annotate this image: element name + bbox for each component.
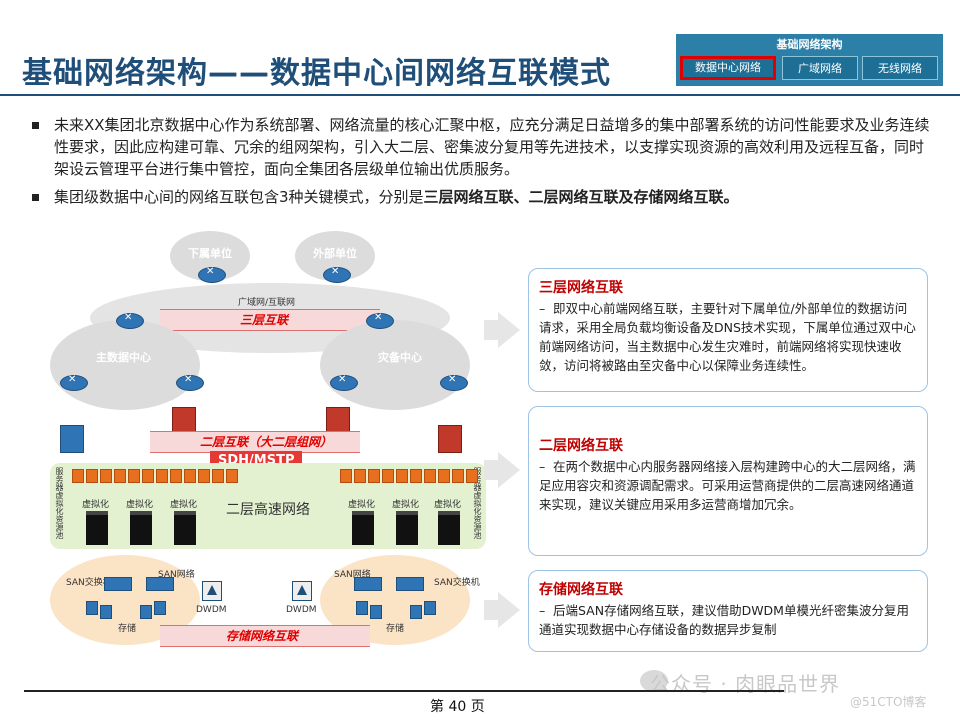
panel-text: 即双中心前端网络互联，主要针对下属单位/外部单位的数据访问请求，采用全局负载均衡… (539, 301, 916, 373)
router-icon (176, 374, 204, 391)
bullet-list: 未来XX集团北京数据中心作为系统部署、网络流量的核心汇聚中枢，应充分满足日益增多… (30, 114, 935, 214)
vm-row (72, 469, 238, 483)
arrow-icon (484, 460, 498, 480)
arrow-icon (498, 312, 520, 348)
panel-l2: 二层网络互联 –在两个数据中心内服务器网络接入层构建跨中心的大二层网络，满足应用… (528, 406, 928, 556)
nav-header: 基础网络架构 (776, 38, 843, 51)
san-switch-icon (104, 577, 132, 591)
nav-tab-datacenter[interactable]: 数据中心网络 (680, 56, 776, 80)
watermark-blog: @51CTO博客 (850, 695, 927, 709)
label-virtualization: 虚拟化 (82, 500, 110, 510)
panel-body: –在两个数据中心内服务器网络接入层构建跨中心的大二层网络，满足应用容灾和资源调配… (539, 459, 916, 512)
storage-banner (160, 625, 370, 647)
san-switch-icon (146, 577, 174, 591)
l3-banner-label: 三层互联 (240, 313, 289, 327)
panel-text: 在两个数据中心内服务器网络接入层构建跨中心的大二层网络，满足应用容灾和资源调配需… (539, 459, 916, 512)
server-icon (130, 511, 152, 545)
router-icon (116, 312, 144, 329)
label-wan: 广域网/互联网 (238, 298, 296, 308)
panel-l3: 三层网络互联 –即双中心前端网络互联，主要针对下属单位/外部单位的数据访问请求，… (528, 268, 928, 392)
label-l2-network: 二层高速网络 (226, 502, 310, 518)
server-icon (396, 511, 418, 545)
arrow-icon (498, 592, 520, 628)
san-switch-icon (396, 577, 424, 591)
label-backup-dc: 灾备中心 (378, 351, 422, 364)
storage-icon (424, 601, 436, 615)
storage-icon (410, 605, 422, 619)
nav-tab-wireless[interactable]: 无线网络 (862, 56, 938, 80)
server-icon (352, 511, 374, 545)
server-icon (86, 511, 108, 545)
panel-body: –后端SAN存储网络互联，建议借助DWDM单模光纤密集波分复用通道实现数据中心存… (539, 603, 909, 637)
label-virtualization: 虚拟化 (126, 500, 154, 510)
san-switch-icon (354, 577, 382, 591)
l3-banner (160, 309, 380, 331)
router-icon (366, 312, 394, 329)
l2-banner-label: 二层互联（大二层组网） (200, 435, 333, 449)
label-server-pool-right: 服务器虚拟化资源池 (473, 467, 482, 539)
bullet-item: 未来XX集团北京数据中心作为系统部署、网络流量的核心汇聚中枢，应充分满足日益增多… (30, 114, 935, 180)
wechat-icon (640, 670, 668, 692)
cloud-main-dc (50, 320, 200, 410)
bullet-text: 未来XX集团北京数据中心作为系统部署、网络流量的核心汇聚中枢，应充分满足日益增多… (54, 116, 930, 178)
core-switch-icon (172, 407, 196, 435)
panel-body: –即双中心前端网络互联，主要针对下属单位/外部单位的数据访问请求，采用全局负载均… (539, 301, 916, 373)
label-external-unit: 外部单位 (313, 247, 357, 260)
panel-text: 后端SAN存储网络互联，建议借助DWDM单模光纤密集波分复用通道实现数据中心存储… (539, 603, 909, 637)
server-icon (174, 511, 196, 545)
vm-row (340, 469, 478, 483)
label-storage: 存储 (386, 624, 405, 634)
label-main-dc: 主数据中心 (96, 351, 151, 364)
router-icon (330, 374, 358, 391)
panel-title: 二层网络互联 (539, 438, 623, 454)
storage-banner-label: 存储网络互联 (226, 629, 299, 643)
label-dwdm: DWDM (196, 605, 227, 615)
router-icon (198, 266, 226, 283)
section-nav: 基础网络架构 数据中心网络 广域网络 无线网络 (676, 34, 943, 86)
storage-icon (356, 601, 368, 615)
router-icon (323, 266, 351, 283)
storage-icon (140, 605, 152, 619)
watermark: 公众号 · 肉眼品世界 (650, 672, 841, 696)
bullet-item: 集团级数据中心间的网络互联包含3种关键模式，分别是三层网络互联、二层网络互联及存… (30, 186, 935, 208)
label-virtualization: 虚拟化 (434, 500, 462, 510)
bullet-emphasis: 三层网络互联、二层网络互联及存储网络互联。 (423, 188, 739, 206)
label-san-network: SAN网络 (158, 570, 195, 580)
page-title: 基础网络架构——数据中心间网络互联模式 (22, 56, 611, 91)
arrow-icon (484, 320, 498, 340)
network-diagram: 下属单位 外部单位 广域网/互联网 三层互联 主数据中心 灾备中心 二层互联（大… (30, 225, 500, 665)
dwdm-icon (202, 581, 222, 601)
label-san-switch: SAN交换机 (66, 578, 112, 588)
label-dwdm: DWDM (286, 605, 317, 615)
label-virtualization: 虚拟化 (348, 500, 376, 510)
page-number: 第 40 页 (430, 699, 485, 715)
panel-title: 三层网络互联 (539, 280, 623, 296)
core-switch-icon (60, 425, 84, 453)
arrow-icon (498, 452, 520, 488)
cloud-backup-dc (320, 320, 470, 410)
title-divider (0, 94, 960, 96)
panel-storage: 存储网络互联 –后端SAN存储网络互联，建议借助DWDM单模光纤密集波分复用通道… (528, 570, 928, 652)
footer-divider (24, 690, 784, 692)
router-icon (60, 374, 88, 391)
arrow-icon (484, 600, 498, 620)
storage-icon (100, 605, 112, 619)
label-san-network: SAN网络 (334, 570, 371, 580)
storage-icon (86, 601, 98, 615)
server-icon (438, 511, 460, 545)
core-switch-icon (438, 425, 462, 453)
storage-icon (370, 605, 382, 619)
label-storage: 存储 (118, 624, 137, 634)
label-virtualization: 虚拟化 (392, 500, 420, 510)
dwdm-icon (292, 581, 312, 601)
panel-title: 存储网络互联 (539, 582, 623, 598)
bullet-text: 集团级数据中心间的网络互联包含3种关键模式，分别是 (54, 188, 424, 206)
storage-icon (154, 601, 166, 615)
router-icon (440, 374, 468, 391)
label-server-pool-left: 服务器虚拟化资源池 (55, 467, 64, 539)
nav-tab-wan[interactable]: 广域网络 (782, 56, 858, 80)
label-san-switch: SAN交换机 (434, 578, 480, 588)
label-sub-unit: 下属单位 (188, 247, 232, 260)
label-virtualization: 虚拟化 (170, 500, 198, 510)
